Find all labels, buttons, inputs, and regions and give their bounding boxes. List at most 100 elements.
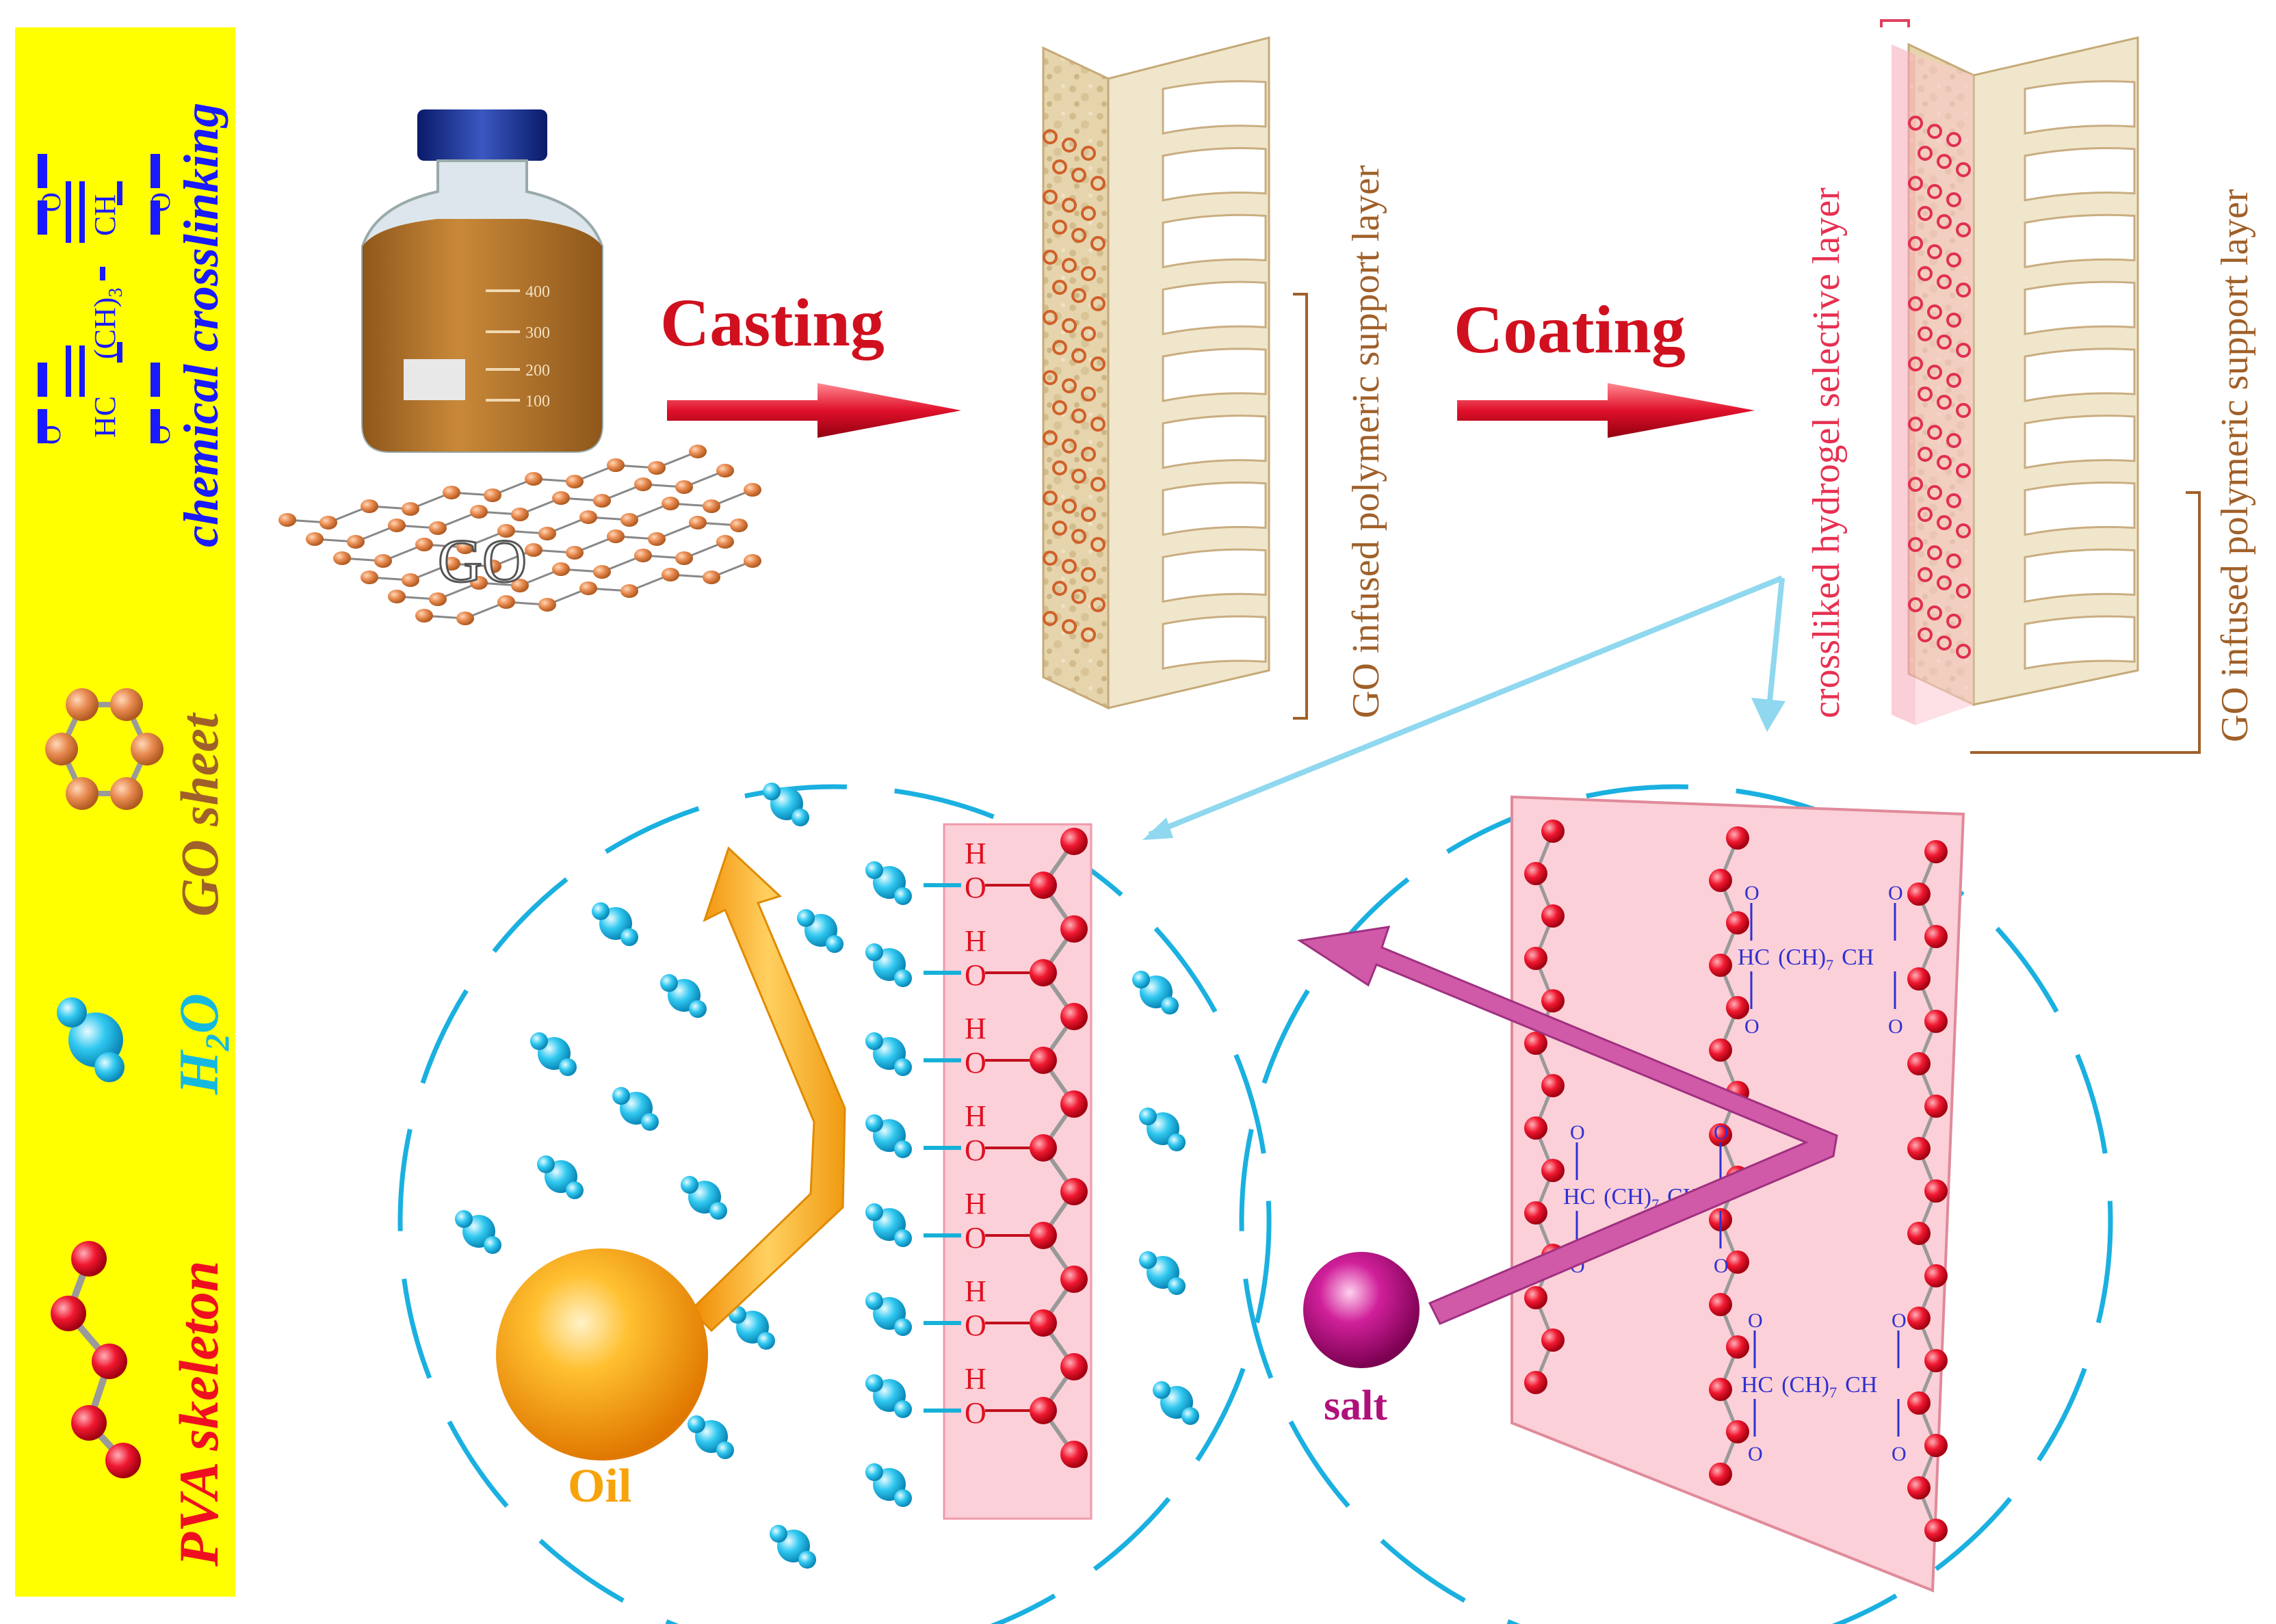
water-molecule	[1132, 971, 1179, 1014]
crosslinker-oxygen: O	[1714, 1255, 1729, 1277]
hydroxyl-hydrogen: H	[965, 1362, 986, 1396]
go-dot	[1956, 403, 1971, 418]
crosslinker-oxygen: O	[1892, 1309, 1907, 1332]
water-molecule	[660, 974, 707, 1018]
go-lattice-sheet	[278, 445, 761, 625]
membrane-pore	[1162, 213, 1267, 269]
crosslinker-chain: (CH)3	[88, 288, 127, 359]
go-dot	[1062, 619, 1077, 634]
go-atom	[470, 505, 488, 519]
hydroxyl-oxygen: O	[965, 1309, 986, 1342]
membrane-pore	[2024, 615, 2136, 670]
water-molecule	[865, 1203, 912, 1247]
go-atom	[538, 527, 556, 540]
go-dot	[1071, 348, 1086, 363]
zoom-arrowhead-right	[1751, 698, 1786, 732]
go-atom	[484, 488, 501, 502]
membrane-pore	[1162, 348, 1267, 402]
go-dot	[1937, 636, 1952, 651]
water-molecule	[612, 1087, 659, 1131]
pva-carbon	[1541, 1074, 1565, 1097]
go-dot	[1937, 515, 1952, 530]
pva-carbon	[1524, 947, 1547, 970]
go-atom	[443, 557, 460, 571]
hydroxyl-oxygen: O	[965, 1134, 986, 1167]
go-dot	[1918, 567, 1933, 582]
water-molecule	[763, 783, 809, 826]
membrane-pore	[1162, 415, 1267, 469]
go-atom	[593, 494, 611, 508]
pva-carbon	[1924, 1010, 1948, 1033]
go-dot	[1927, 365, 1942, 380]
membrane-pore	[2024, 415, 2136, 469]
water-molecule	[537, 1155, 584, 1199]
go-dot	[1927, 244, 1942, 259]
hydroxyl-hydrogen: H	[965, 837, 986, 870]
pva-carbon	[1907, 1052, 1931, 1075]
go-dot	[1071, 529, 1086, 544]
hydroxyl-oxygen: O	[965, 1221, 986, 1255]
go-atom	[552, 491, 570, 505]
go-atom	[675, 551, 693, 565]
pva-carbon	[1030, 959, 1057, 986]
go-dot	[1081, 567, 1096, 582]
go-atom	[497, 524, 515, 538]
go-dot	[1908, 116, 1923, 131]
pva-carbon	[1924, 1519, 1948, 1542]
pva-carbon	[1907, 1222, 1931, 1245]
go-dot	[1946, 313, 1961, 328]
go-dot	[1956, 343, 1971, 358]
pva-carbon	[1060, 1003, 1088, 1030]
go-dot	[1081, 326, 1096, 341]
water-molecule	[530, 1032, 577, 1076]
hydroxyl-hydrogen: H	[965, 1187, 986, 1220]
composite-membrane	[1892, 36, 2139, 725]
pva-carbon	[1924, 925, 1948, 948]
go-dot	[1918, 326, 1933, 341]
legend-label-pva: PVA skeleton	[168, 1261, 230, 1567]
go-atom	[361, 571, 378, 584]
go-atom	[730, 519, 748, 532]
hydroxyl-hydrogen: H	[965, 1012, 986, 1045]
go-dot	[1062, 378, 1077, 393]
support-membrane	[1042, 36, 1270, 710]
go-dot	[1918, 507, 1933, 522]
go-dot	[1052, 159, 1067, 174]
go-dot	[1081, 206, 1096, 221]
go-dot	[1937, 214, 1952, 229]
go-atom	[662, 568, 679, 581]
go-atom	[388, 590, 406, 603]
bottle-cap	[417, 109, 547, 161]
pva-carbon	[1924, 1349, 1948, 1372]
go-dot	[1927, 485, 1942, 500]
pva-carbon	[1030, 1309, 1057, 1337]
go-dot	[1043, 310, 1058, 325]
pva-carbon	[1924, 1095, 1948, 1118]
go-dot	[1937, 335, 1952, 350]
membrane-pore	[1162, 80, 1267, 135]
go-atom	[716, 535, 734, 549]
pva-carbon	[1907, 1137, 1931, 1160]
water-molecule	[865, 1463, 912, 1507]
bottle-mark-100: 100	[525, 393, 550, 410]
go-dot	[1090, 176, 1106, 191]
go-dot	[1956, 222, 1971, 237]
go-atom	[607, 529, 625, 543]
go-dot	[1071, 288, 1086, 303]
go-dot	[1081, 146, 1096, 161]
go-dot	[1043, 370, 1058, 385]
go-dot	[1043, 551, 1058, 566]
crosslinker-oxygen: O	[1748, 1443, 1763, 1465]
pva-skeleton-icon	[51, 1241, 141, 1478]
zoom-arrowhead-left	[1142, 817, 1173, 840]
go-dot	[1043, 430, 1058, 445]
pva-carbon	[1030, 1047, 1057, 1074]
go-atom	[716, 464, 734, 477]
go-dot	[1946, 614, 1961, 629]
membrane-pore	[2024, 348, 2136, 402]
pva-carbon	[1709, 954, 1732, 977]
go-atom	[525, 543, 542, 557]
pva-carbon	[1907, 1476, 1931, 1499]
water-molecule	[1153, 1381, 1199, 1425]
